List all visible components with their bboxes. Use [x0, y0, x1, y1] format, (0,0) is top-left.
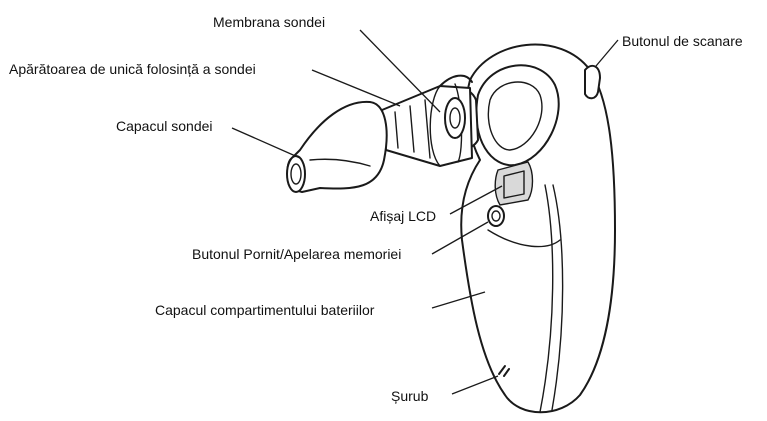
probe-cap-shape [286, 100, 388, 193]
leader-lcd [449, 185, 503, 215]
label-lcd-display: Afișaj LCD [370, 208, 437, 224]
leader-scan-button [595, 39, 619, 67]
lcd-display-shape [494, 161, 534, 206]
screw-shape [498, 365, 510, 377]
label-battery-cover: Capacul compartimentului bateriilor [155, 302, 375, 318]
leader-power-button [431, 221, 489, 255]
label-probe-cap: Capacul sondei [116, 118, 213, 134]
leader-probe-cap [231, 127, 301, 159]
label-probe-membrane: Membrana sondei [213, 14, 326, 30]
label-probe-disposable-guard: Apărătoarea de unică folosință a sondei [9, 61, 256, 77]
leader-probe-membrane [359, 29, 441, 113]
scan-button-shape [584, 64, 601, 100]
label-power-memory-button: Butonul Pornit/Apelarea memoriei [192, 246, 402, 262]
probe-guard-shape [381, 74, 473, 167]
leader-lines [231, 29, 619, 395]
label-scan-button: Butonul de scanare [622, 33, 743, 49]
leader-screw [451, 375, 499, 395]
label-screw: Șurub [391, 388, 429, 404]
leader-probe-guard [311, 69, 401, 107]
power-button-shape [487, 205, 505, 227]
leader-battery-cover [431, 291, 486, 309]
thermometer-body [460, 43, 616, 414]
